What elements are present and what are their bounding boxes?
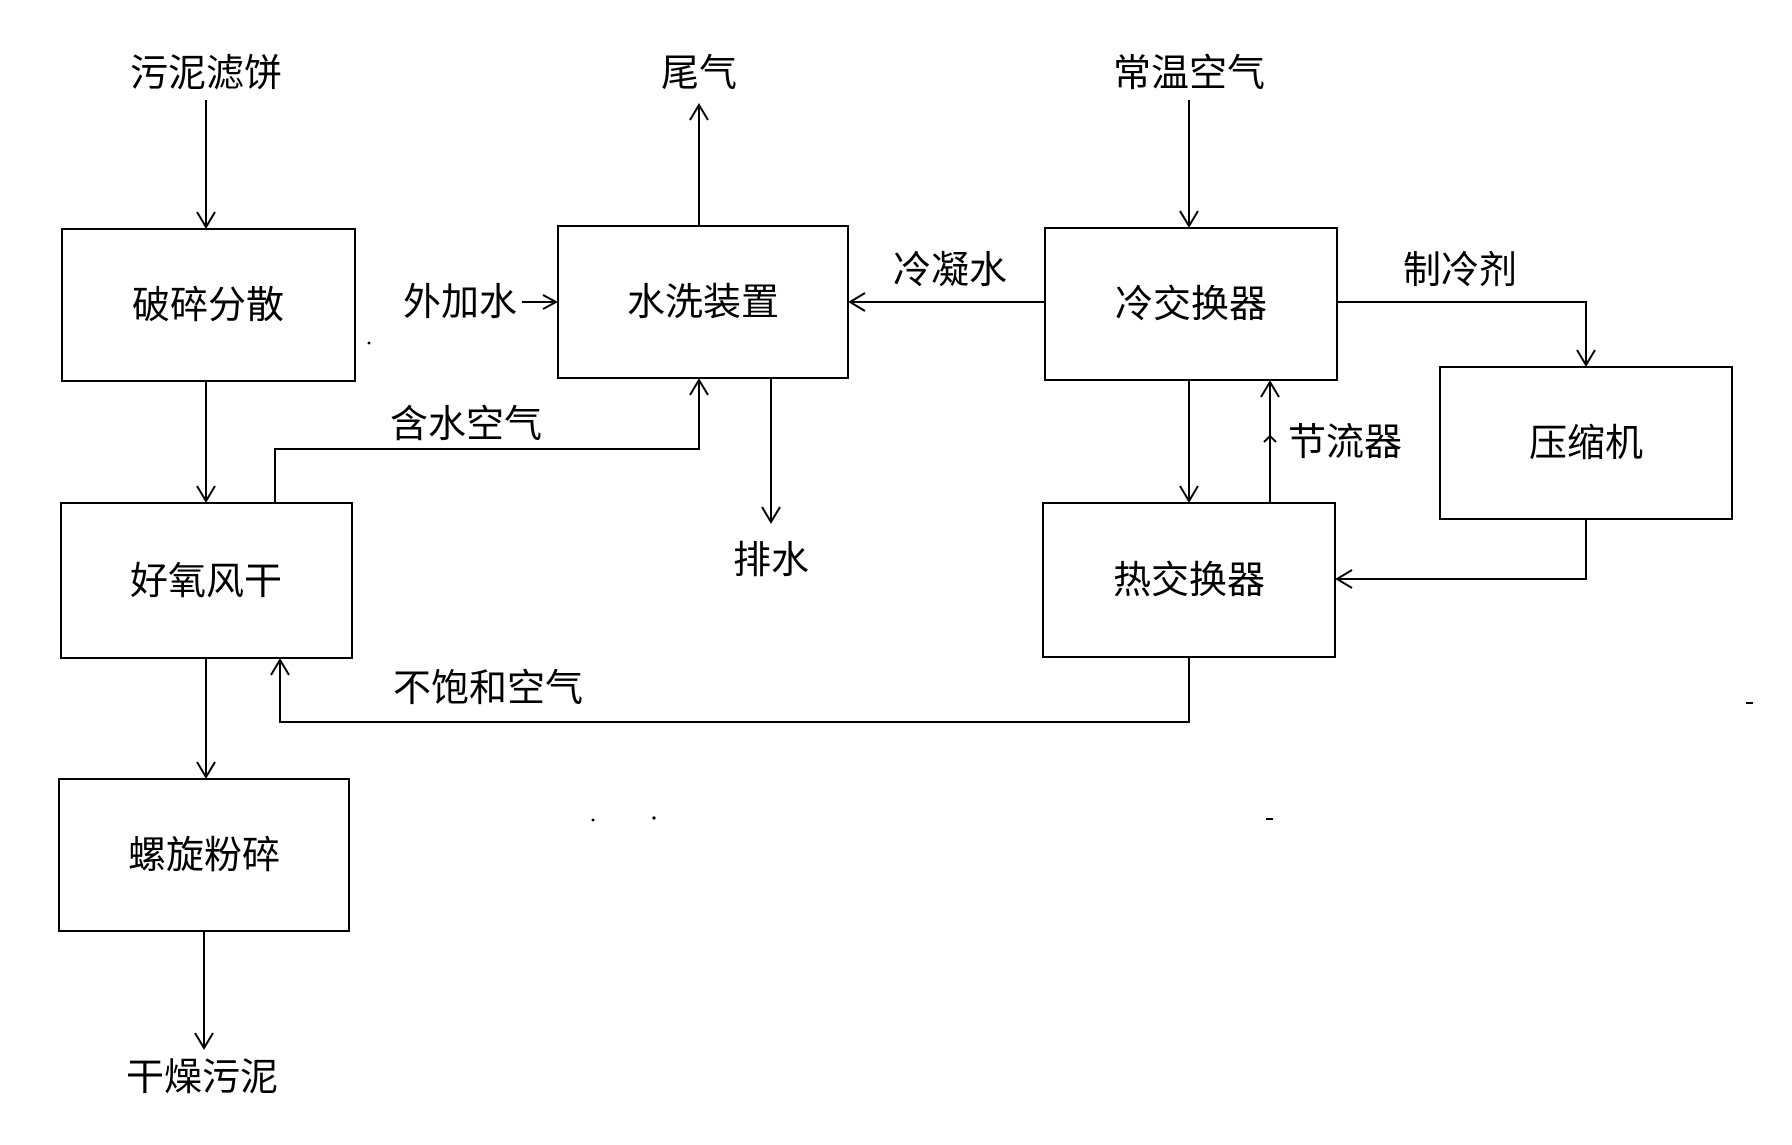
box-aerobic-dry — [60, 502, 353, 659]
box-water-wash — [557, 225, 849, 379]
arrow-humid-air — [274, 378, 709, 503]
arrow-refrigerant — [1337, 301, 1596, 367]
arrow-wash-to-tail-gas — [689, 103, 709, 226]
arrow-unsaturated-air — [270, 657, 1190, 723]
arrow-ambient-air — [1179, 100, 1199, 228]
scan-specks — [367, 341, 1753, 822]
box-spiral-pulverize — [58, 778, 350, 932]
arrow-dry-to-pulverize — [196, 658, 216, 779]
label-crush-disperse: 破碎分散 — [132, 283, 284, 327]
arrow-condensate — [848, 292, 1045, 312]
label-tail-gas: 尾气 — [661, 51, 737, 95]
label-aerobic-dry: 好氧风干 — [130, 559, 282, 603]
arrow-added-water — [522, 294, 559, 310]
label-humid-air: 含水空气 — [390, 402, 542, 446]
label-condensate: 冷凝水 — [893, 248, 1007, 292]
label-unsaturated-air: 不饱和空气 — [393, 666, 583, 710]
label-drainage: 排水 — [733, 538, 809, 582]
box-hot-exchanger — [1042, 502, 1336, 658]
label-throttle: 节流器 — [1288, 420, 1402, 464]
label-hot-exchanger: 热交换器 — [1113, 558, 1265, 602]
arrow-pulverize-to-dry-sludge — [194, 931, 214, 1050]
box-crush-disperse — [61, 228, 356, 382]
label-dry-sludge: 干燥污泥 — [126, 1055, 278, 1099]
label-refrigerant: 制冷剂 — [1403, 248, 1517, 292]
arrow-compressor-to-hot — [1335, 519, 1587, 589]
arrow-crush-to-dry — [196, 381, 216, 503]
label-added-water: 外加水 — [403, 280, 517, 324]
label-compressor: 压缩机 — [1529, 421, 1643, 465]
arrow-cold-to-hot — [1179, 380, 1199, 503]
label-sludge-cake: 污泥滤饼 — [130, 51, 282, 95]
label-spiral-pulverize: 螺旋粉碎 — [128, 833, 280, 877]
throttle-marker-icon — [1263, 434, 1277, 447]
label-water-wash: 水洗装置 — [627, 280, 779, 324]
label-ambient-air: 常温空气 — [1113, 51, 1265, 95]
box-cold-exchanger — [1044, 227, 1338, 381]
arrow-sludge-to-crush — [196, 100, 216, 229]
label-cold-exchanger: 冷交换器 — [1115, 282, 1267, 326]
arrow-wash-to-drainage — [761, 378, 781, 524]
